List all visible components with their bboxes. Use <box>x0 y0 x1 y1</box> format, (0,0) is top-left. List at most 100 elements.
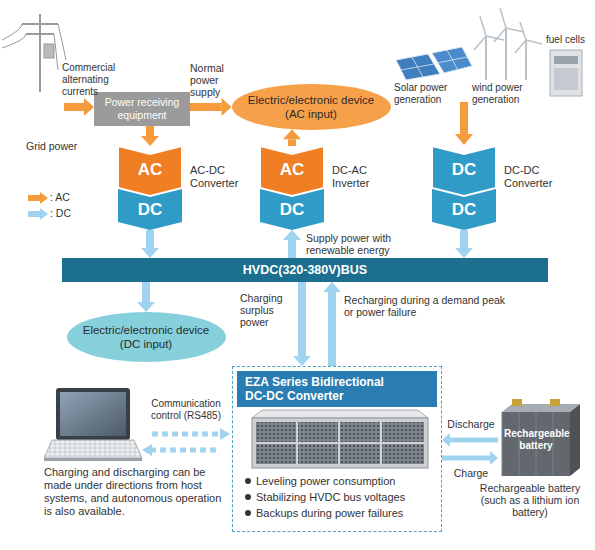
converter-block: ACDCDC-AC Inverter <box>260 146 324 230</box>
battery-block: Rechargeable batteryRechargeable battery… <box>498 398 582 478</box>
flow-arrow <box>141 230 159 258</box>
arrow-head <box>283 230 301 240</box>
battery-cell-line <box>502 412 503 476</box>
converter-output: DC <box>432 200 496 220</box>
converter-name: AC-DC Converter <box>190 164 242 190</box>
ellipse-shape <box>232 84 391 130</box>
converter-input: DC <box>432 160 496 180</box>
annotation-text: Communication control (RS485) <box>140 398 232 422</box>
fuel-cell-cabinet <box>550 50 582 96</box>
utility-pole <box>2 14 66 92</box>
flow-arrow <box>442 433 498 447</box>
arrow-shaft <box>450 438 498 443</box>
arrow-head <box>323 282 341 292</box>
arrow-shaft <box>146 126 154 136</box>
flow-arrow <box>442 451 498 465</box>
arrow-shaft <box>298 282 306 356</box>
arrow-shaft <box>190 103 222 111</box>
device-label: (AC input) <box>285 107 337 121</box>
converter-upper <box>260 146 324 196</box>
device-label: Electric/electronic device <box>83 323 210 337</box>
bullet-text: Backups during power failures <box>256 505 403 521</box>
flow-arrow <box>137 282 155 312</box>
laptop-computer <box>44 388 142 461</box>
arrow-head <box>293 356 311 366</box>
ellipse-outline <box>67 312 226 362</box>
ellipse-outline <box>232 84 391 130</box>
converter-upper <box>118 146 182 196</box>
converter-name: DC-DC Converter <box>504 164 556 190</box>
bullet-row: Stabilizing HVDC bus voltages <box>245 489 435 505</box>
legend-text: : AC <box>50 190 70 204</box>
bullet-list: Leveling power consumptionStabilizing HV… <box>245 473 435 521</box>
annotation-text: Solar power generation <box>394 82 450 106</box>
arrow-shaft <box>142 282 150 302</box>
converter-upper <box>432 146 496 196</box>
arrow-head <box>442 433 450 447</box>
bullet-text: Leveling power consumption <box>256 473 395 489</box>
converter-block: DCDCDC-DC Converter <box>432 146 496 230</box>
dashed-container: EZA Series Bidirectional DC-DC Converter… <box>232 366 442 532</box>
ellipse-content: Electric/electronic device(DC input) <box>67 312 226 362</box>
flow-arrow <box>283 129 301 146</box>
device-ellipse: Electric/electronic device(AC input) <box>232 84 391 130</box>
process-box: Power receiving equipment <box>94 92 190 126</box>
annotation-text: wind power generation <box>472 82 524 106</box>
container-header: EZA Series Bidirectional DC-DC Converter <box>237 371 437 407</box>
arrow-head <box>283 129 301 139</box>
bullet-row: Leveling power consumption <box>245 473 435 489</box>
arrow-head <box>222 98 232 116</box>
box-label: Power receiving equipment <box>100 96 184 122</box>
bullet-row: Backups during power failures <box>245 505 435 521</box>
arrow-head <box>455 248 473 258</box>
device-label: Electric/electronic device <box>248 93 375 107</box>
annotation-text: Commercial alternating currents <box>62 62 120 98</box>
converter-input: AC <box>260 160 324 180</box>
battery-name: Rechargeable battery <box>504 428 568 452</box>
flow-arrow <box>323 282 341 366</box>
converter-name: DC-AC Inverter <box>332 164 384 190</box>
battery-terminal <box>550 399 560 406</box>
edge-label: Normal power supply <box>190 62 242 98</box>
solar-panel <box>396 47 472 80</box>
legend-entry: : AC <box>50 190 70 204</box>
arrow-shaft <box>328 292 336 366</box>
flow-arrow <box>293 282 311 366</box>
converter-rack <box>252 410 428 468</box>
arrow-head <box>141 136 159 146</box>
legend-sample <box>28 192 48 220</box>
grid-supply-arrow <box>64 98 94 116</box>
annotation-text: fuel cells <box>546 34 592 46</box>
bullet-dot <box>245 510 251 516</box>
converter-output: DC <box>260 200 324 220</box>
flow-arrow <box>141 126 159 146</box>
edge-label: Charge <box>445 467 497 479</box>
edge-label: Recharging during a demand peak or power… <box>344 294 516 318</box>
battery-side <box>570 404 580 476</box>
flow-arrow <box>190 98 232 116</box>
edge-label: Supply power with renewable energy <box>306 232 424 256</box>
legend-text: : DC <box>50 206 71 220</box>
converter-input: AC <box>118 160 182 180</box>
bullet-text: Stabilizing HVDC bus voltages <box>256 489 405 505</box>
flow-arrow <box>455 230 473 258</box>
device-label: (DC input) <box>120 337 172 351</box>
edge-label: Discharge <box>445 418 497 430</box>
bullet-dot <box>245 494 251 500</box>
arrow-shaft <box>146 230 154 248</box>
bus-label: HVDC(320-380V)BUS <box>62 258 548 282</box>
arrow-head <box>141 248 159 258</box>
wind-turbine <box>474 8 542 80</box>
hvdc-bus: HVDC(320-380V)BUS <box>62 258 548 282</box>
battery-caption: Rechargeable battery (such as a lithium … <box>472 482 588 518</box>
arrow-shaft <box>442 456 490 461</box>
annotation-text: Grid power <box>26 140 86 153</box>
annotation-text: Charging and discharging can be made und… <box>44 466 228 518</box>
converter-output: DC <box>118 200 182 220</box>
arrow-shaft <box>288 240 296 258</box>
arrow-shaft <box>460 230 468 248</box>
battery-body <box>502 412 570 476</box>
arrow-shaft <box>288 139 296 146</box>
legend-entry: : DC <box>50 206 71 220</box>
